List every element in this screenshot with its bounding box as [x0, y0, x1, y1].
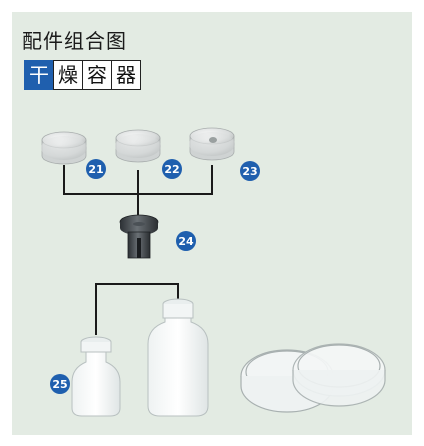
char-box-1: 干 — [24, 60, 54, 90]
stopper-22-icon — [115, 129, 161, 163]
badge-23: 23 — [240, 161, 260, 181]
badge-22: 22 — [162, 159, 182, 179]
badge-25-label: 25 — [52, 378, 67, 391]
badge-21-label: 21 — [88, 163, 103, 176]
badge-22-label: 22 — [164, 163, 179, 176]
stopper-23-icon — [189, 127, 235, 161]
small-vial-icon — [71, 336, 121, 417]
stopper-24-icon — [119, 214, 159, 259]
badge-24-label: 24 — [178, 235, 194, 248]
connector-lines — [63, 165, 213, 335]
badge-21: 21 — [86, 159, 106, 179]
title-characters: 干 燥 容 器 — [24, 60, 141, 90]
large-bottle-icon — [147, 298, 209, 417]
char-box-2: 燥 — [53, 60, 83, 90]
badge-25: 25 — [50, 374, 70, 394]
badge-24: 24 — [176, 231, 196, 251]
stopper-21-icon — [41, 131, 87, 165]
char-box-4: 器 — [111, 60, 141, 90]
badge-23-label: 23 — [242, 165, 257, 178]
page-title: 配件组合图 — [22, 29, 127, 53]
petri-dish-icon — [240, 343, 386, 413]
